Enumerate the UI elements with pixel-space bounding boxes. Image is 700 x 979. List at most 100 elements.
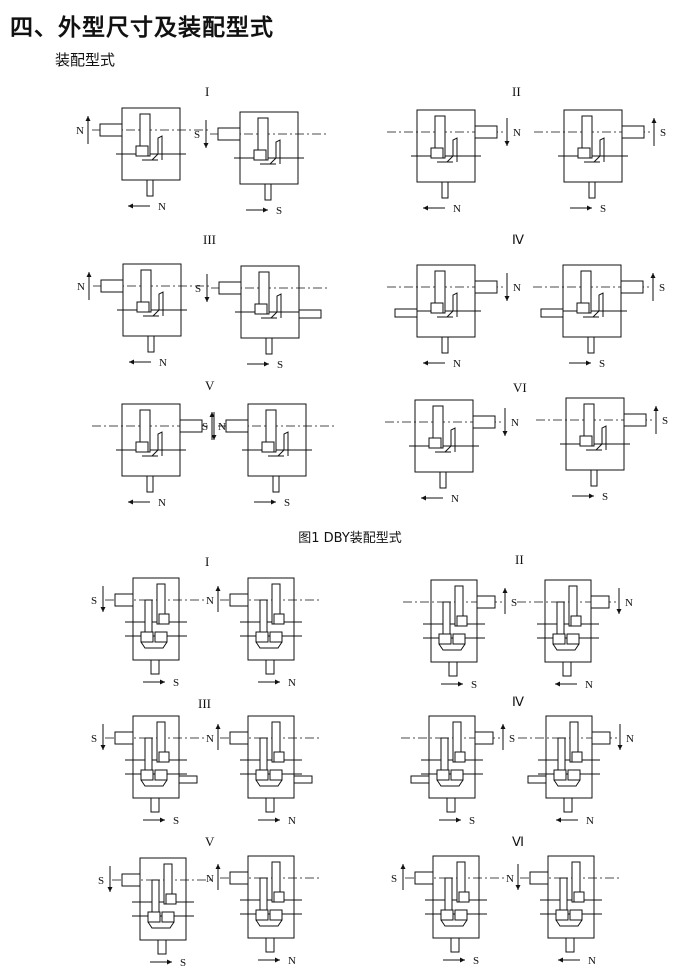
arrow-head: [211, 435, 217, 440]
reducer-view: SS: [391, 855, 507, 967]
side-rotation-label: N: [206, 733, 214, 745]
extra-shaft: [394, 308, 418, 318]
bevel-gear: [444, 427, 456, 453]
housing: [416, 264, 476, 338]
side-rotation-label: S: [509, 733, 515, 745]
gear-block: [154, 631, 168, 643]
gear-block: [458, 891, 470, 903]
housing: [416, 109, 476, 183]
extra-shaft: [298, 309, 322, 319]
bevel-gear: [255, 641, 283, 649]
output-rotation-label: S: [469, 815, 475, 827]
gear-block: [140, 631, 154, 643]
gear-block: [430, 147, 444, 159]
output-shaft: [441, 336, 449, 354]
gear-block: [450, 769, 464, 781]
side-rotation-label: N: [218, 421, 226, 433]
input-shaft: [621, 125, 645, 139]
arrow-head: [558, 957, 563, 963]
gear-block: [165, 893, 177, 905]
output-shaft: [448, 661, 458, 677]
side-rotation-label: S: [195, 283, 201, 295]
arrow-head: [264, 361, 269, 367]
arrow-head: [555, 681, 560, 687]
bevel-gear: [592, 292, 604, 318]
arrow-head: [160, 817, 165, 823]
arrow-head: [215, 586, 221, 591]
input-shaft: [591, 731, 611, 745]
output-shaft: [588, 181, 596, 199]
input-shaft: [225, 419, 249, 433]
arrow-head: [400, 864, 406, 869]
vertical-shaft: [259, 737, 268, 771]
gear-block: [456, 615, 468, 627]
reducer-view: NN: [385, 399, 519, 505]
bevel-gear: [147, 921, 175, 929]
side-rotation-label: N: [513, 282, 521, 294]
gear-block: [454, 909, 468, 921]
output-shaft: [562, 661, 572, 677]
arrow-head: [500, 724, 506, 729]
bevel-gear: [552, 643, 580, 651]
gear-block: [147, 911, 161, 923]
arrow-head: [275, 817, 280, 823]
bevel-gear: [151, 135, 163, 161]
input-shaft: [590, 595, 610, 609]
arrow-head: [423, 360, 428, 366]
housing: [247, 577, 295, 661]
gear-block: [571, 751, 583, 763]
gear-block: [552, 633, 566, 645]
input-shaft: [99, 123, 123, 137]
side-rotation-label: S: [202, 421, 208, 433]
output-shaft: [439, 471, 447, 489]
output-rotation-label: N: [288, 677, 296, 689]
output-rotation-label: N: [451, 493, 459, 505]
side-rotation-label: N: [511, 417, 519, 429]
housing: [545, 715, 593, 799]
arrow-head: [589, 493, 594, 499]
extra-shaft: [293, 775, 313, 784]
housing: [430, 579, 478, 663]
input-shaft: [474, 125, 498, 139]
output-shaft: [265, 797, 275, 813]
arrow-head: [458, 681, 463, 687]
bevel-gear: [553, 779, 581, 787]
housing: [247, 855, 295, 939]
vertical-shaft: [442, 601, 451, 635]
bevel-gear: [436, 779, 464, 787]
reducer-view: SS: [91, 715, 207, 827]
page-title: 四、外型尺寸及装配型式: [10, 15, 274, 41]
input-shaft: [229, 871, 249, 885]
arrow-head: [650, 273, 656, 278]
assembly-type-label: II: [512, 84, 521, 99]
section-subtitle: 装配型式: [55, 51, 116, 69]
reducer-view: SS: [534, 109, 666, 215]
housing: [562, 264, 622, 338]
gear-block: [567, 769, 581, 781]
arrow-head: [456, 817, 461, 823]
arrow-head: [587, 205, 592, 211]
arrow-head: [209, 412, 215, 417]
gear-block: [438, 633, 452, 645]
side-rotation-label: N: [206, 595, 214, 607]
arrow-head: [128, 203, 133, 209]
output-rotation-label: N: [453, 358, 461, 370]
bevel-gear: [277, 431, 289, 457]
gear-block: [436, 769, 450, 781]
gear-block: [158, 613, 170, 625]
extra-shaft: [410, 775, 430, 784]
arrow-head: [86, 272, 92, 277]
gear-block: [135, 145, 149, 157]
housing: [565, 397, 625, 471]
output-rotation-label: S: [600, 203, 606, 215]
arrow-head: [556, 817, 561, 823]
housing: [247, 403, 307, 477]
gear-block: [161, 911, 175, 923]
gear-block: [273, 751, 285, 763]
extra-shaft: [527, 775, 547, 784]
arrow-head: [128, 499, 133, 505]
